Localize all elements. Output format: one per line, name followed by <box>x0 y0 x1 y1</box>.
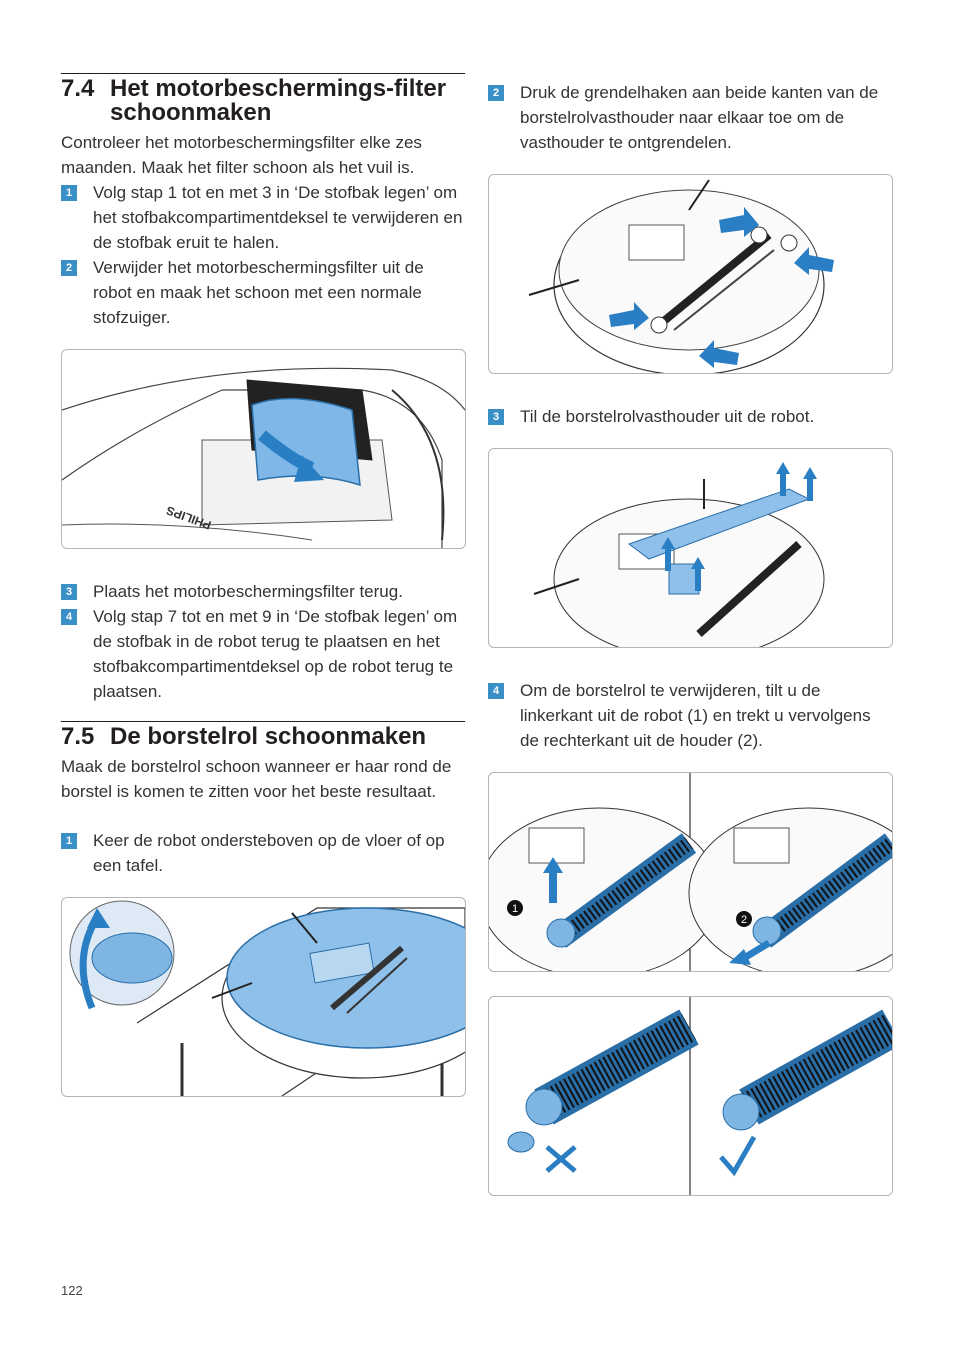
step-badge: 3 <box>488 409 504 425</box>
callout-2: 2 <box>741 914 747 926</box>
latch-illustration <box>528 179 834 373</box>
page-number: 122 <box>61 1283 83 1298</box>
brush-cap-illustration <box>507 997 892 1195</box>
step-item: 2 Druk de grendelhaken aan beide kanten … <box>488 80 893 155</box>
robot-flip-illustration <box>69 900 465 1096</box>
step-text: Volg stap 7 tot en met 9 in ‘De stofbak … <box>93 607 458 701</box>
section-number: 7.5 <box>61 723 95 750</box>
step-badge: 1 <box>61 833 77 849</box>
step-item: 4 Om de borstelrol te verwijderen, tilt … <box>488 678 893 753</box>
wrong-icon <box>545 1145 577 1173</box>
step-text: Verwijder het motorbeschermingsfilter ui… <box>93 258 424 327</box>
section-7-5-heading: 7.5 De borstelrol schoonmaken <box>61 721 465 749</box>
step-badge: 3 <box>61 584 77 600</box>
step-badge: 2 <box>61 260 77 276</box>
panel-1: 1 <box>489 807 720 971</box>
step-text: Til de borstelrolvasthouder uit de robot… <box>520 407 815 426</box>
step-badge: 4 <box>61 609 77 625</box>
step-badge: 1 <box>61 185 77 201</box>
step-item: 2 Verwijder het motorbeschermingsfilter … <box>61 255 466 330</box>
lift-holder-figure <box>488 448 893 648</box>
section-7-5-intro: Maak de borstelrol schoon wanneer er haa… <box>61 757 452 801</box>
step-item: 3 Plaats het motorbeschermingsfilter ter… <box>61 579 466 604</box>
right-panel <box>719 1009 892 1177</box>
section-number: 7.4 <box>61 75 95 102</box>
remove-brush-illustration: 1 2 <box>489 773 892 971</box>
section-7-4-heading: 7.4 Het motorbeschermings-filter schoonma… <box>61 73 465 125</box>
step-text: Keer de robot ondersteboven op de vloer … <box>93 831 445 875</box>
step-badge: 4 <box>488 683 504 699</box>
step-item: 1 Volg stap 1 tot en met 3 in ‘De stofba… <box>61 180 466 255</box>
brush-cap-figure <box>488 996 893 1196</box>
latch-release-figure <box>488 174 893 374</box>
lift-holder-illustration <box>533 462 825 647</box>
wrong-panel <box>507 1009 699 1173</box>
step-text: Druk de grendelhaken aan beide kanten va… <box>520 83 879 152</box>
step-item: 1 Keer de robot ondersteboven op de vloe… <box>61 828 466 878</box>
section-title: De borstelrol schoonmaken <box>110 723 427 750</box>
step-badge: 2 <box>488 85 504 101</box>
section-7-4-intro: Controleer het motorbeschermingsfilter e… <box>61 133 422 177</box>
step-item: 3 Til de borstelrolvasthouder uit de rob… <box>488 404 893 429</box>
step-text: Om de borstelrol te verwijderen, tilt u … <box>520 681 871 750</box>
section-title: Het motorbeschermings-filter schoonmaken <box>110 75 447 126</box>
step-text: Volg stap 1 tot en met 3 in ‘De stofbak … <box>93 183 463 252</box>
panel-2: 2 <box>688 807 892 971</box>
robot-on-table-figure <box>61 897 466 1097</box>
step-item: 4 Volg stap 7 tot en met 9 in ‘De stofba… <box>61 604 466 704</box>
filter-removal-figure: PHILIPS <box>61 349 466 549</box>
callout-1: 1 <box>512 903 518 915</box>
filter-illustration: PHILIPS <box>62 367 465 548</box>
check-icon <box>719 1135 757 1177</box>
remove-brush-figure: 1 2 <box>488 772 893 972</box>
step-text: Plaats het motorbeschermingsfilter terug… <box>93 582 403 601</box>
